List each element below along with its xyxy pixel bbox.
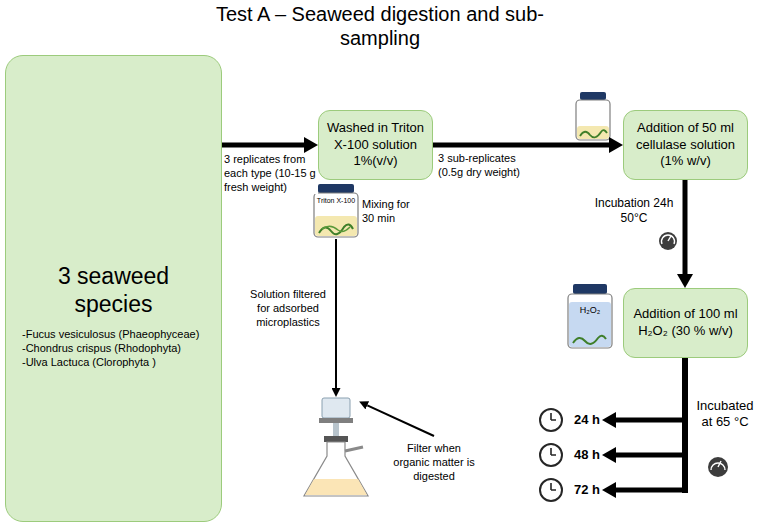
species-item: -Fucus vesiculosus (Phaeophyceae) bbox=[16, 327, 211, 341]
time-label: 24 h bbox=[564, 412, 600, 428]
flow-arrow bbox=[683, 180, 688, 274]
thermostat-needle bbox=[668, 236, 671, 241]
filter-stem bbox=[333, 423, 339, 437]
bottle-liquid bbox=[315, 216, 357, 236]
edge-label: 3 replicates from each type (10-15 g fre… bbox=[224, 153, 318, 194]
bottle-lid bbox=[318, 184, 354, 193]
thermostat-needle bbox=[718, 461, 721, 467]
branch-arrow bbox=[616, 418, 688, 423]
process-box: Washed in Triton X-100 solution 1%(v/v) bbox=[318, 110, 433, 180]
species-item: -Chondrus crispus (Rhodophyta) bbox=[16, 341, 211, 355]
clock-icon bbox=[540, 479, 562, 501]
note: Filter when organic matter is digested bbox=[392, 442, 476, 483]
bottle bbox=[568, 294, 612, 348]
seaweed bbox=[580, 130, 607, 137]
filter-clamp bbox=[319, 418, 353, 423]
branch-arrow bbox=[616, 488, 688, 493]
process-box: Addition of 100 ml H₂O₂ (30 % w/v) bbox=[623, 288, 748, 358]
node-label: Addition of 100 ml H₂O₂ (30 % w/v) bbox=[629, 306, 742, 340]
node-text-group: Washed in Triton X-100 solution 1%(v/v) bbox=[324, 120, 427, 171]
node-heading: 3 seaweed species bbox=[16, 263, 211, 318]
note: Mixing for 30 min bbox=[362, 198, 422, 226]
flask-liquid bbox=[305, 479, 367, 495]
flow-arrow bbox=[335, 239, 337, 388]
bottle-liquid bbox=[577, 126, 609, 139]
time-label: 48 h bbox=[564, 447, 600, 463]
process-box: Addition of 50 ml cellulase solution (1%… bbox=[623, 110, 748, 180]
flow-arrow bbox=[222, 143, 304, 148]
bottle-lid bbox=[573, 284, 607, 294]
flask bbox=[304, 442, 368, 496]
node-label: Washed in Triton X-100 solution 1%(v/v) bbox=[324, 120, 427, 171]
branch-bar bbox=[682, 358, 688, 493]
flow-arrow bbox=[433, 143, 609, 148]
filter-funnel bbox=[322, 398, 350, 418]
diagram-title: Test A – Seaweed digestion and sub-sampl… bbox=[200, 2, 560, 50]
node-text-group: Addition of 50 ml cellulase solution (1%… bbox=[629, 120, 742, 171]
note: Incubated at 65 °C bbox=[691, 398, 759, 431]
flask-side-arm bbox=[345, 447, 363, 451]
clock-icon bbox=[540, 444, 562, 466]
seaweed bbox=[322, 226, 350, 231]
node-text-group: Addition of 100 ml H₂O₂ (30 % w/v) bbox=[629, 306, 742, 340]
edge-label: Incubation 24h 50°C bbox=[588, 196, 680, 226]
species-item: -Ulva Lactuca (Clorophyta ) bbox=[16, 355, 211, 369]
thermostat-icon bbox=[708, 457, 728, 477]
note: Solution filtered for adsorbed microplas… bbox=[244, 288, 332, 329]
seaweed bbox=[573, 336, 606, 344]
flow-arrow bbox=[367, 405, 434, 436]
bottle-label: H₂O₂ bbox=[568, 305, 612, 316]
time-label: 72 h bbox=[564, 482, 600, 498]
bottle-label: Triton X-100 bbox=[312, 197, 360, 206]
node-label: Addition of 50 ml cellulase solution (1%… bbox=[629, 120, 742, 171]
node-text-group: 3 seaweed species -Fucus vesiculosus (Pha… bbox=[16, 263, 211, 369]
branch-arrow bbox=[616, 453, 688, 458]
thermostat-icon bbox=[659, 232, 677, 250]
bottle-lid bbox=[580, 92, 606, 100]
flask-stopper bbox=[324, 436, 348, 442]
clock-hands bbox=[551, 483, 556, 490]
bottle-liquid bbox=[569, 302, 611, 347]
clock-icon bbox=[540, 409, 562, 431]
seaweed bbox=[319, 224, 353, 234]
clock-hands bbox=[551, 448, 556, 455]
edge-label: 3 sub-replicates (0.5g dry weight) bbox=[438, 152, 542, 180]
thermostat-dial bbox=[662, 235, 675, 244]
clock-hands bbox=[551, 413, 556, 420]
bottle bbox=[576, 100, 610, 140]
group-box: 3 seaweed species -Fucus vesiculosus (Pha… bbox=[5, 55, 222, 522]
